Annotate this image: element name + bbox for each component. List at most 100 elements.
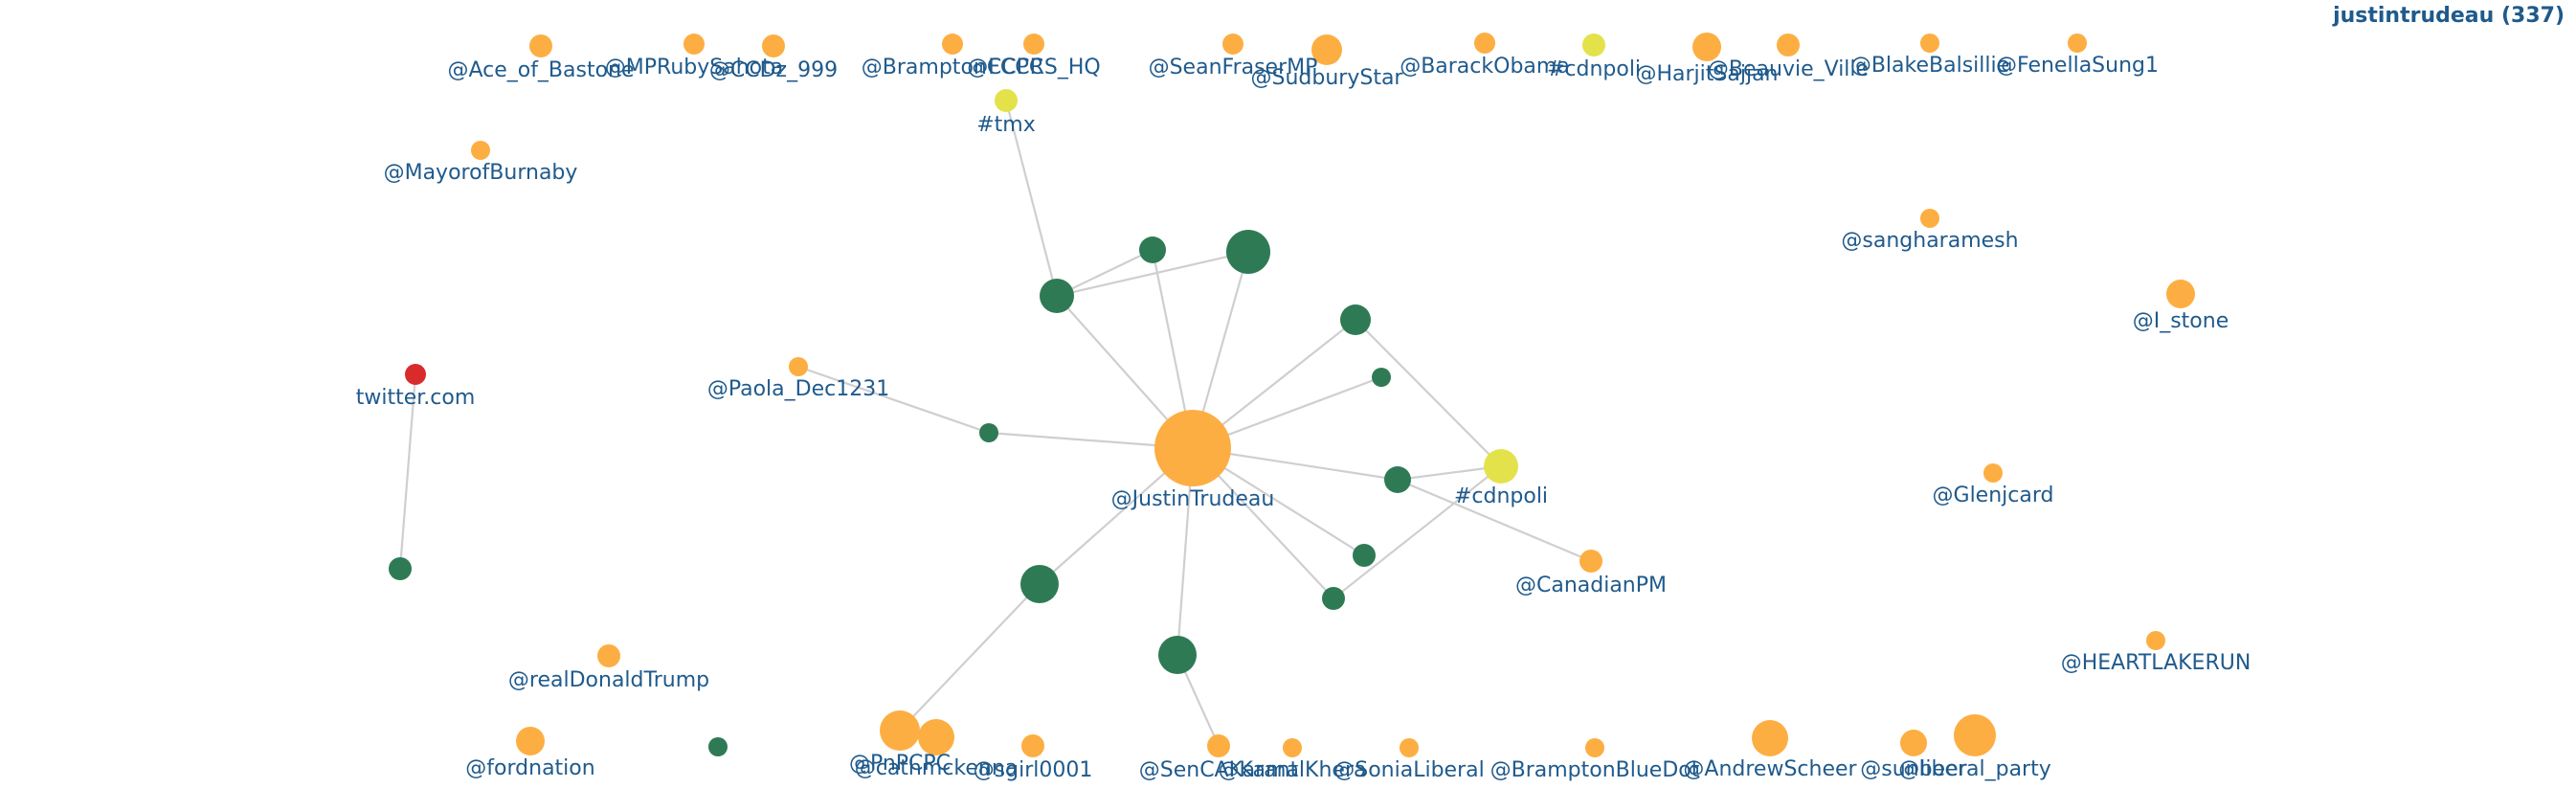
- url-node-twitter[interactable]: [405, 364, 426, 385]
- user-node-bccpc[interactable]: [942, 34, 963, 55]
- node-label-glenj: @Glenjcard: [1933, 484, 2054, 507]
- hashtag-node-cdnpoli_m[interactable]: [1484, 449, 1518, 484]
- graph-title: justintrudeau (337): [2333, 4, 2565, 28]
- node-label-heart: @HEARTLAKERUN: [2061, 651, 2251, 675]
- edge-t7-cpm: [1397, 478, 1592, 563]
- node-label-pnpcpc: @PnPCPC: [849, 752, 951, 776]
- node-label-trump: @realDonaldTrump: [508, 668, 709, 692]
- node-label-fenella: @FenellaSung1: [1996, 54, 2159, 78]
- edge-t9-cdnpoli_m: [1333, 465, 1502, 599]
- tweet-node-t5[interactable]: [1372, 368, 1391, 387]
- user-node-glenj[interactable]: [1983, 463, 2003, 483]
- user-node-scheer[interactable]: [1752, 720, 1788, 756]
- tweet-node-t8[interactable]: [1353, 544, 1376, 567]
- node-label-obama: @BarackObama: [1400, 55, 1570, 79]
- edge-twitter-t12: [398, 373, 417, 570]
- node-label-beauvie: @Beauvie_Ville: [1708, 57, 1869, 81]
- user-node-liberal[interactable]: [1954, 714, 1996, 756]
- node-label-sgirl: @sgirl0001: [974, 758, 1093, 782]
- node-label-sunbeer: @sunbeer: [1860, 757, 1967, 781]
- user-node-bbd[interactable]: [1585, 738, 1604, 757]
- tweet-node-t10[interactable]: [1020, 565, 1059, 603]
- tweet-node-t13[interactable]: [708, 737, 728, 756]
- node-label-tmx: #tmx: [976, 113, 1036, 137]
- user-node-heart[interactable]: [2146, 631, 2165, 650]
- edge-t1-t2: [1056, 249, 1154, 297]
- edge-t1-t3: [1056, 250, 1249, 298]
- tweet-node-t12[interactable]: [389, 557, 412, 580]
- tweet-node-t4[interactable]: [1340, 304, 1371, 335]
- hashtag-node-tmx[interactable]: [995, 89, 1018, 112]
- node-label-kamal: @KamalKhera: [1219, 758, 1367, 782]
- user-node-cath[interactable]: [918, 719, 954, 755]
- user-node-fenella[interactable]: [2068, 34, 2087, 53]
- edge-t10-pnpcpc: [899, 583, 1041, 732]
- node-label-twitter: twitter.com: [356, 386, 476, 410]
- edge-t4-cdnpoli_m: [1355, 319, 1502, 467]
- node-label-scheer: @AndrewScheer: [1683, 757, 1857, 781]
- node-label-sudbury: @SudburyStar: [1251, 66, 1404, 90]
- edges: [398, 100, 1592, 747]
- node-label-harjit: @HarjitSajjan: [1635, 62, 1778, 86]
- edge-tmx-t1: [1004, 100, 1059, 297]
- tweet-node-t7[interactable]: [1384, 466, 1411, 493]
- node-label-burnaby: @MayorofBurnaby: [384, 161, 578, 185]
- edge-t7-cdnpoli_m: [1397, 464, 1502, 482]
- tweet-node-t3[interactable]: [1226, 230, 1270, 274]
- node-label-ford: @fordnation: [465, 756, 594, 780]
- tweet-node-t9[interactable]: [1322, 587, 1345, 610]
- user-node-fccrs[interactable]: [1023, 34, 1044, 55]
- user-node-pnpcpc[interactable]: [880, 710, 920, 751]
- node-label-senca: @SenCAKarant: [1139, 758, 1299, 782]
- user-node-sfraser[interactable]: [1222, 34, 1243, 55]
- node-label-fccrs: @FCCRS_HQ: [967, 56, 1101, 79]
- user-node-cpm[interactable]: [1579, 550, 1602, 573]
- user-node-obama[interactable]: [1474, 33, 1495, 54]
- node-label-paola: @Paola_Dec1231: [707, 377, 889, 401]
- user-node-harjit[interactable]: [1692, 33, 1721, 61]
- user-node-paola[interactable]: [789, 357, 808, 376]
- node-label-cath: @cathmckenna: [855, 756, 1019, 780]
- nodes: [389, 33, 2195, 757]
- hashtag-node-cdnpoli_t[interactable]: [1582, 34, 1605, 56]
- user-node-burnaby[interactable]: [471, 141, 490, 160]
- user-node-ace[interactable]: [529, 34, 552, 57]
- user-node-sonia[interactable]: [1400, 738, 1419, 757]
- node-label-sangha: @sangharamesh: [1841, 229, 2018, 253]
- node-label-ace: @Ace_of_Bastone: [447, 58, 634, 82]
- node-labels: @Ace_of_Bastone@MPRubySahota@CCDz_999 @Br…: [356, 54, 2251, 782]
- node-label-liberal: @liberal_party: [1898, 757, 2051, 781]
- tweet-node-t1[interactable]: [1040, 279, 1074, 313]
- user-node-trump[interactable]: [597, 644, 620, 667]
- node-label-sfraser: @SeanFraserMP: [1149, 56, 1318, 79]
- edge-paola-t6: [797, 365, 990, 435]
- node-label-blake: @BlakeBalsillie: [1850, 54, 2009, 78]
- user-node-sunbeer[interactable]: [1900, 730, 1927, 756]
- node-label-sonia: @SoniaLiberal: [1333, 758, 1484, 782]
- node-label-bccpc: @BramptonCCPC: [862, 56, 1043, 79]
- node-label-cdnpoli_m: #cdnpoli: [1454, 484, 1548, 508]
- user-node-ccdz[interactable]: [762, 34, 785, 57]
- tweet-node-t6[interactable]: [979, 423, 998, 442]
- user-node-senca[interactable]: [1207, 734, 1230, 757]
- node-label-jt: @JustinTrudeau: [1111, 487, 1275, 511]
- node-label-istone: @I_stone: [2133, 309, 2229, 333]
- user-node-blake[interactable]: [1920, 34, 1939, 53]
- tweet-node-t11[interactable]: [1158, 636, 1197, 674]
- user-node-ford[interactable]: [516, 727, 545, 755]
- user-node-kamal[interactable]: [1283, 738, 1302, 757]
- node-label-bbd: @BramptonBlueDot: [1490, 758, 1700, 782]
- tweet-node-t2[interactable]: [1139, 236, 1166, 263]
- user-node-istone[interactable]: [2166, 280, 2195, 308]
- node-label-ccdz: @CCDz_999: [709, 58, 838, 82]
- node-label-cdnpoli_t: #cdnpoli: [1547, 57, 1641, 81]
- user-node-sangha[interactable]: [1920, 209, 1939, 228]
- node-label-mpruby: @MPRubySahota: [605, 56, 783, 79]
- user-node-sgirl[interactable]: [1021, 734, 1044, 757]
- user-node-beauvie[interactable]: [1777, 34, 1800, 56]
- user-node-jt[interactable]: [1154, 410, 1231, 486]
- user-node-mpruby[interactable]: [683, 34, 705, 55]
- node-label-cpm: @CanadianPM: [1515, 574, 1667, 597]
- user-node-sudbury[interactable]: [1311, 34, 1342, 65]
